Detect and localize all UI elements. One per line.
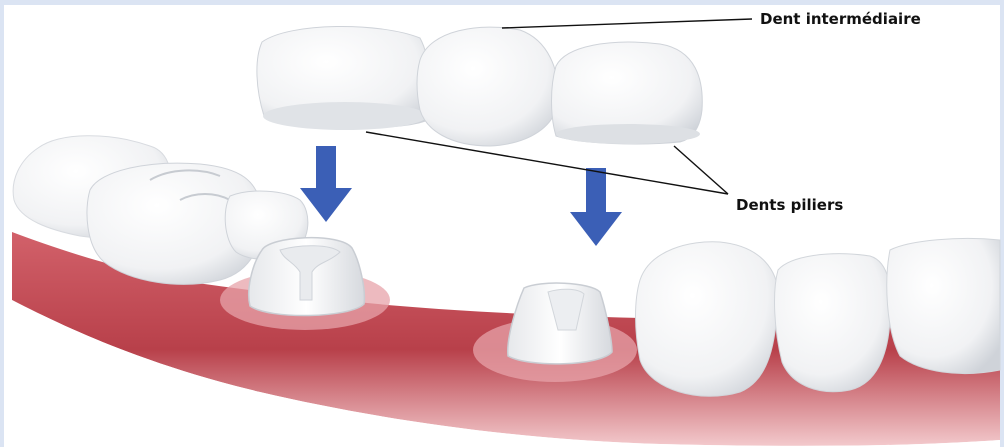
dental-bridge <box>257 26 702 146</box>
arrow-left <box>300 146 352 222</box>
pontic-label: Dent intermédiaire <box>760 10 921 28</box>
pontic-leader-line <box>502 19 752 28</box>
right-abutment-stump <box>508 283 612 364</box>
abutments-label: Dents piliers <box>736 196 843 214</box>
left-frame-strip <box>0 0 4 447</box>
front-teeth <box>636 238 1001 396</box>
arrow-right <box>570 168 622 246</box>
top-frame-strip <box>0 0 1004 5</box>
right-frame-strip <box>1000 0 1004 447</box>
left-abutment-stump <box>249 238 365 316</box>
